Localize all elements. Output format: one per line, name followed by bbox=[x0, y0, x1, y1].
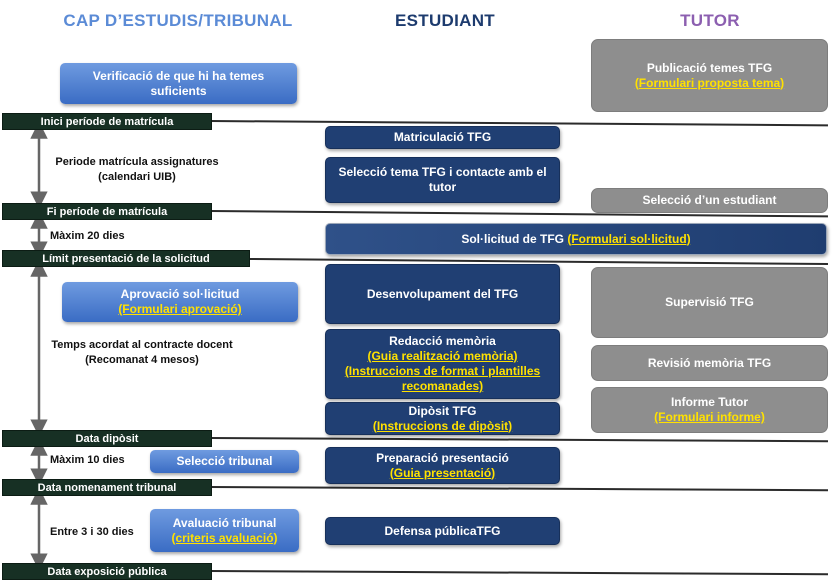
link-instruccions-format-line2[interactable]: recomanades) bbox=[401, 379, 484, 393]
link-formulari-proposta[interactable]: (Formulari proposta tema) bbox=[634, 75, 785, 90]
box-diposit-label: Dipòsit TFG bbox=[408, 403, 477, 418]
interval-entre-3-30: Entre 3 i 30 dies bbox=[50, 526, 134, 538]
box-verificacio-temes[interactable]: Verificació de que hi ha temes suficient… bbox=[60, 63, 297, 104]
box-aprovacio-label: Aprovació sol·licitud bbox=[120, 287, 240, 301]
interval-maxim-10: Màxim 10 dies bbox=[50, 454, 125, 466]
box-verificacio-line2: suficients bbox=[150, 83, 207, 98]
box-revisio-memoria[interactable]: Revisió memòria TFG bbox=[591, 345, 828, 381]
milestone-inici: Inici període de matrícula bbox=[2, 113, 212, 130]
milestone-fi: Fi període de matrícula bbox=[2, 203, 212, 220]
box-seleccio-tribunal-label: Selecció tribunal bbox=[176, 454, 273, 468]
box-informe-label: Informe Tutor bbox=[670, 395, 749, 409]
box-seleccio-tribunal[interactable]: Selecció tribunal bbox=[150, 450, 299, 473]
milestone-exposicio: Data exposició pública bbox=[2, 563, 212, 580]
box-informe-tutor[interactable]: Informe Tutor (Formulari informe) bbox=[591, 387, 828, 433]
box-seleccio-tema-line2: tutor bbox=[428, 180, 457, 194]
timeline-arrows bbox=[30, 121, 48, 571]
box-seleccio-tema-line1: Selecció tema TFG i contacte amb el bbox=[338, 165, 547, 179]
box-diposit-tfg[interactable]: Dipòsit TFG (Instruccions de dipòsit) bbox=[325, 402, 560, 435]
box-redaccio-memoria[interactable]: Redacció memòria (Guia realització memòr… bbox=[325, 329, 560, 399]
box-aprovacio-sollicitud[interactable]: Aprovació sol·licitud (Formulari aprovac… bbox=[62, 282, 298, 322]
box-matriculacio-tfg[interactable]: Matriculació TFG bbox=[325, 126, 560, 149]
box-defensa-label: Defensa públicaTFG bbox=[384, 523, 501, 538]
interval-temps-line1: Temps acordat al contracte docent bbox=[51, 339, 233, 351]
box-seleccio-estudiant[interactable]: Selecció d’un estudiant bbox=[591, 188, 828, 213]
timeline-line-diposit bbox=[209, 437, 828, 443]
box-revisio-label: Revisió memòria TFG bbox=[647, 355, 772, 370]
box-avaluacio-label: Avaluació tribunal bbox=[172, 515, 277, 530]
milestone-diposit: Data dipòsit bbox=[2, 430, 212, 447]
box-preparacio-label: Preparació presentació bbox=[376, 450, 509, 465]
link-instruccions-diposit[interactable]: (Instruccions de dipòsit) bbox=[372, 418, 513, 433]
box-supervisio-tfg[interactable]: Supervisió TFG bbox=[591, 267, 828, 338]
box-seleccio-estudiant-label: Selecció d’un estudiant bbox=[642, 193, 777, 207]
box-publicacio-temes[interactable]: Publicació temes TFG (Formulari proposta… bbox=[591, 39, 828, 112]
box-avaluacio-tribunal[interactable]: Avaluació tribunal (criteris avaluació) bbox=[150, 509, 299, 552]
timeline-line-nomenament bbox=[209, 486, 828, 492]
box-supervisio-label: Supervisió TFG bbox=[665, 295, 754, 309]
link-instruccions-format-line1[interactable]: (Instruccions de format i plantilles bbox=[344, 364, 541, 378]
link-criteris-avaluacio[interactable]: (criteris avaluació) bbox=[171, 530, 278, 545]
box-sollicitud-label: Sol·licitud de TFG bbox=[461, 231, 568, 246]
link-formulari-sollicitud[interactable]: (Formulari sol·licitud) bbox=[567, 231, 691, 246]
box-redaccio-label: Redacció memòria bbox=[389, 334, 496, 348]
milestone-limit: Límit presentació de la solicitud bbox=[2, 250, 250, 267]
interval-periode-matricula: Periode matrícula assignatures (calendar… bbox=[42, 155, 232, 185]
link-formulari-informe[interactable]: (Formulari informe) bbox=[654, 410, 765, 424]
link-guia-realitzacio[interactable]: (Guia realització memòria) bbox=[367, 349, 518, 363]
box-preparacio-presentacio[interactable]: Preparació presentació (Guia presentació… bbox=[325, 447, 560, 484]
box-seleccio-tema[interactable]: Selecció tema TFG i contacte amb el tuto… bbox=[325, 157, 560, 203]
column-header-tutor: TUTOR bbox=[680, 11, 740, 30]
interval-maxim-20: Màxim 20 dies bbox=[50, 230, 125, 242]
column-header-cap: CAP D’ESTUDIS/TRIBUNAL bbox=[63, 11, 293, 30]
interval-temps-acordat: Temps acordat al contracte docent (Recom… bbox=[42, 338, 242, 368]
box-defensa-publica[interactable]: Defensa públicaTFG bbox=[325, 517, 560, 545]
interval-temps-line2: (Recomanat 4 mesos) bbox=[85, 354, 199, 366]
box-sollicitud-tfg[interactable]: Sol·licitud de TFG (Formulari sol·licitu… bbox=[325, 223, 827, 255]
link-formulari-aprovacio[interactable]: (Formulari aprovació) bbox=[118, 302, 242, 316]
interval-periode-line1: Periode matrícula assignatures bbox=[55, 156, 219, 168]
link-guia-presentacio[interactable]: (Guia presentació) bbox=[389, 465, 496, 480]
box-matriculacio-label: Matriculació TFG bbox=[393, 130, 492, 144]
box-desenvolupament[interactable]: Desenvolupament del TFG bbox=[325, 264, 560, 324]
column-header-estudiant: ESTUDIANT bbox=[395, 11, 495, 30]
milestone-nomenament: Data nomenament tribunal bbox=[2, 479, 212, 496]
timeline-line-exposicio bbox=[209, 570, 828, 576]
box-verificacio-line1: Verificació de que hi ha temes bbox=[92, 68, 265, 83]
box-desenvolupament-label: Desenvolupament del TFG bbox=[366, 286, 519, 301]
box-publicacio-label: Publicació temes TFG bbox=[646, 60, 773, 75]
interval-periode-line2: (calendari UIB) bbox=[98, 171, 176, 183]
